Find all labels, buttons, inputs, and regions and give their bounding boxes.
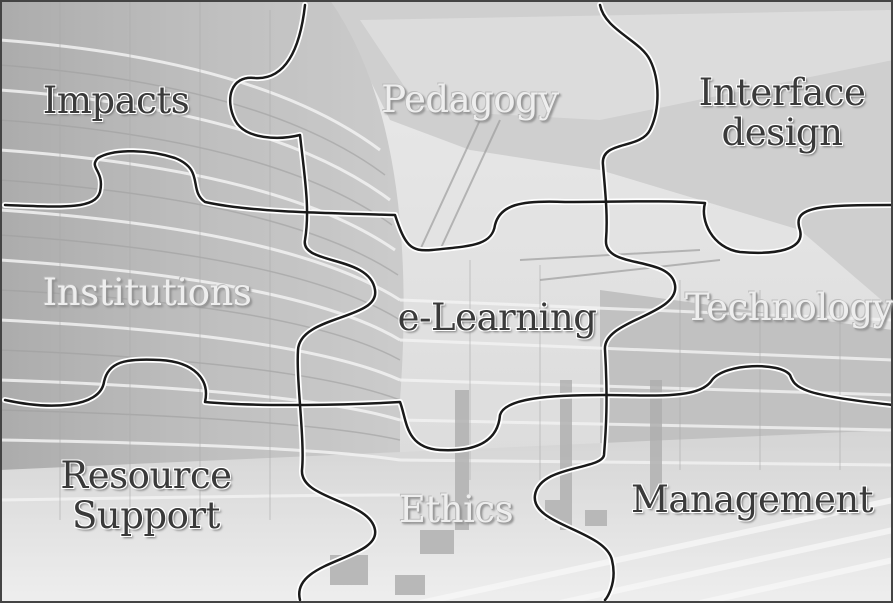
piece-label-resource-support: Resource Support — [60, 454, 232, 537]
piece-label-e-learning: e-Learning — [397, 296, 597, 339]
piece-label-management: Management — [630, 478, 874, 521]
piece-label-interface-design: Interface design — [698, 71, 866, 154]
piece-label-impacts: Impacts — [42, 79, 190, 122]
piece-label-technology: Technology — [684, 286, 893, 329]
piece-label-pedagogy: Pedagogy — [381, 78, 559, 121]
piece-label-ethics: Ethics — [398, 488, 514, 531]
piece-label-institutions: Institutions — [42, 271, 252, 314]
